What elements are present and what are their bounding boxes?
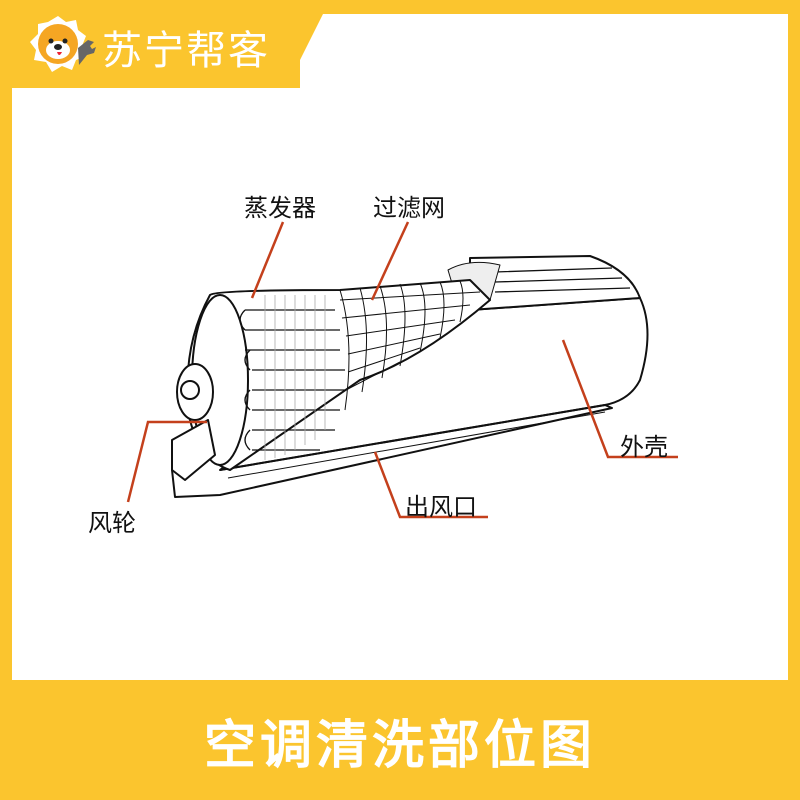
label-evaporator: 蒸发器	[244, 194, 316, 222]
label-casing: 外壳	[620, 433, 668, 461]
brand-name: 苏宁帮客	[102, 28, 270, 74]
leader-outlet	[373, 451, 488, 519]
header-tab	[0, 0, 330, 88]
leader-lines	[126, 221, 678, 519]
footer-banner: 空调清洗部位图	[0, 680, 800, 800]
leader-casing	[561, 339, 678, 459]
lion-mascot-logo	[30, 16, 96, 72]
label-fan-wheel: 风轮	[88, 509, 136, 537]
panel-top	[300, 14, 788, 94]
leader-fan	[126, 420, 207, 503]
label-filter: 过滤网	[373, 194, 445, 222]
label-outlet: 出风口	[405, 493, 477, 521]
footer-title: 空调清洗部位图	[203, 715, 596, 776]
casing-shape	[219, 297, 649, 471]
leader-filter	[370, 221, 410, 301]
leader-evaporator	[250, 221, 285, 299]
